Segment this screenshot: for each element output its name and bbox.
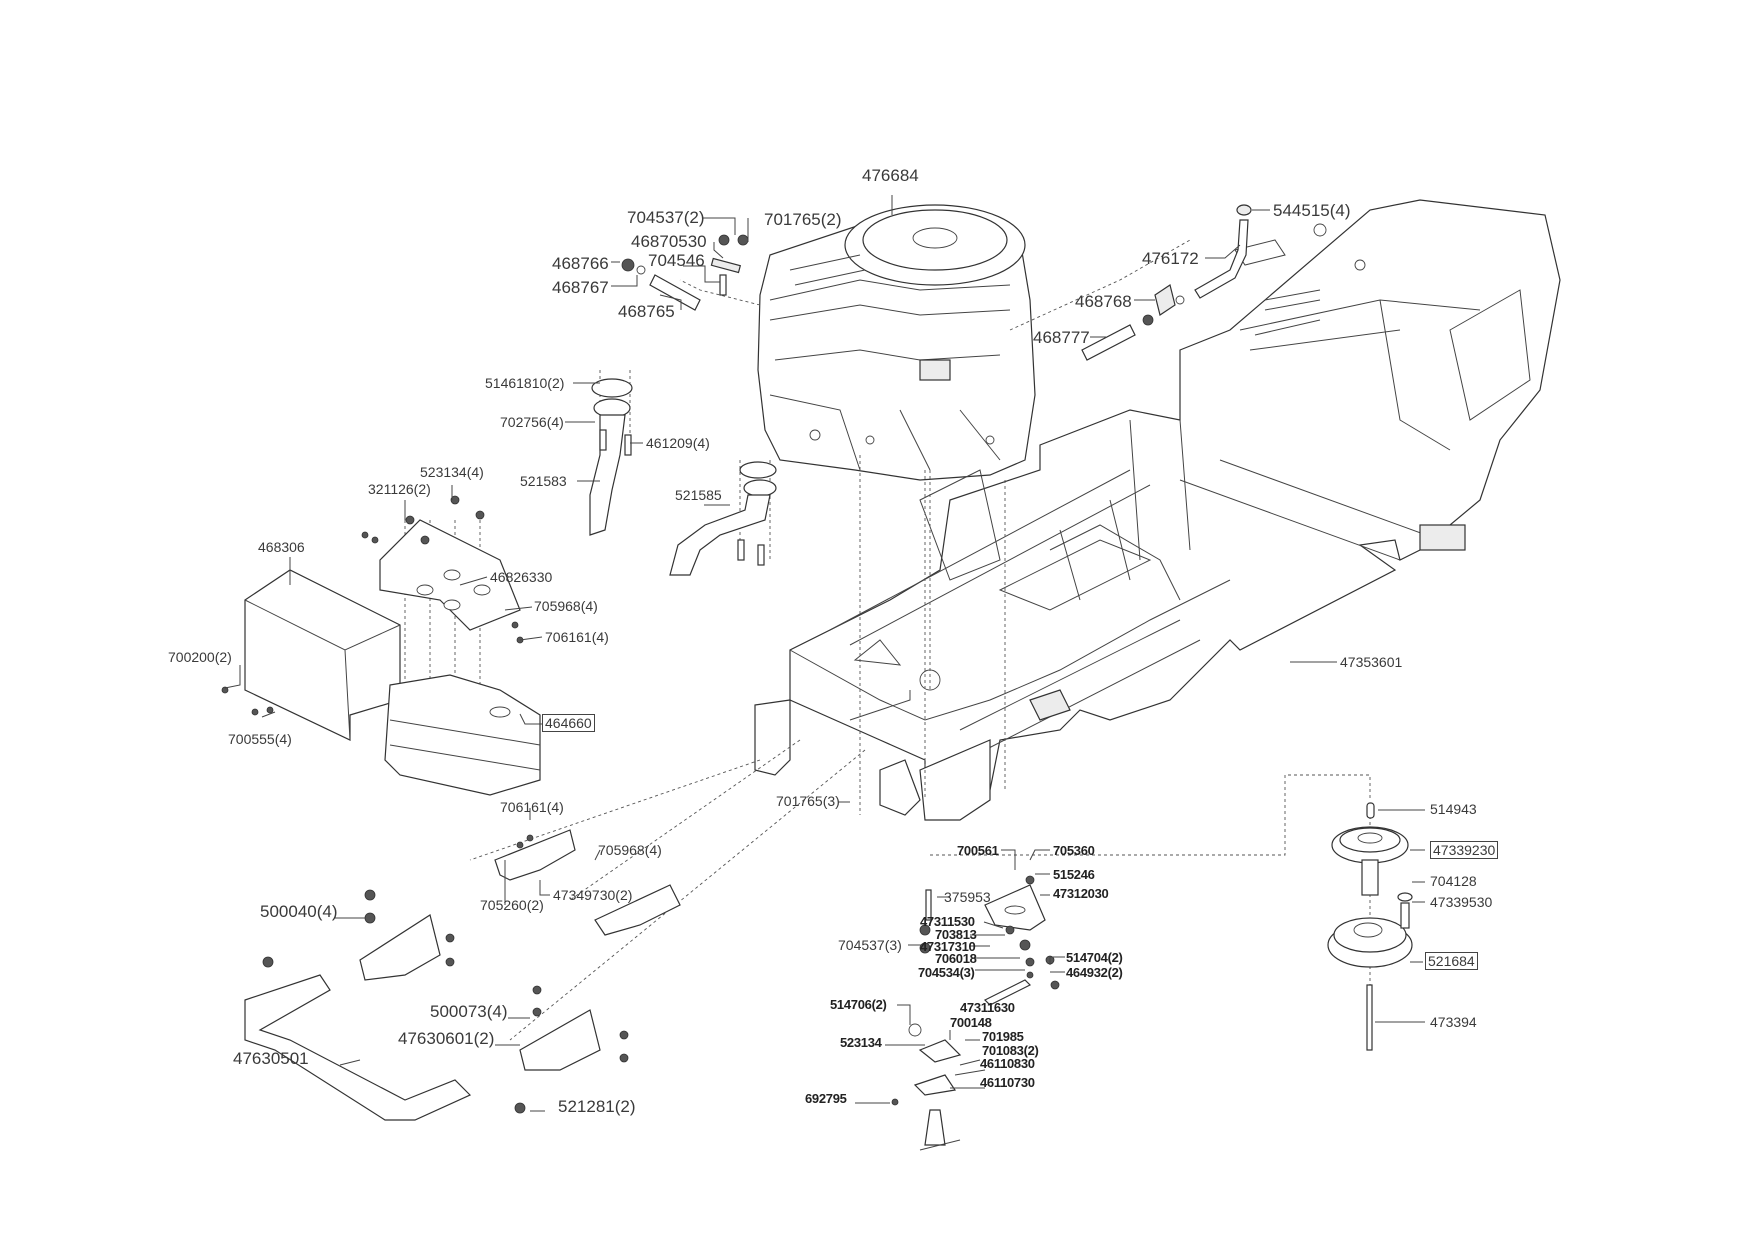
label-rod: 47311630 [960, 1000, 1015, 1015]
label-bumper: 47630501 [233, 1049, 309, 1068]
label-bumper-bracket: 47630601(2) [398, 1029, 495, 1048]
label-bracket-nut: 706161(4) [545, 629, 609, 645]
label-heat-shield: 468306 [258, 539, 305, 555]
label-lever-bushing: 47317310 [920, 939, 976, 954]
label-bumper-nut: 500073(4) [430, 1002, 508, 1021]
label-fuel-hose-tank: 476172 [1142, 249, 1199, 268]
leader-lines [224, 195, 1425, 1112]
label-ball-nut: 464932(2) [1066, 965, 1123, 980]
label-lower-pin: 701985 [982, 1029, 1024, 1044]
label-bracket-bolt: 705968(4) [534, 598, 598, 614]
bumper-drawing [244, 829, 681, 1121]
label-key: 514943 [1430, 801, 1477, 817]
label-bumper-bolt: 500040(4) [260, 902, 338, 921]
label-exhaust-pipe-left: 521583 [520, 473, 567, 489]
label-lever-washer-c: 706018 [935, 951, 977, 966]
label-muffler-bracket: 46826330 [490, 569, 553, 585]
label-front-nut: 706161(4) [500, 799, 564, 815]
label-fuel-hose-b: 468777 [1033, 328, 1090, 347]
label-lever-washer-b: 703813 [935, 927, 977, 942]
label-lower-plate-b: 46110730 [980, 1075, 1035, 1090]
label-engine-nut: 704537(2) [627, 208, 705, 227]
label-shield-washer: 700555(4) [228, 731, 292, 747]
exhaust-drawing [589, 378, 777, 576]
muffler-drawing [221, 495, 541, 796]
label-exhaust-bolt: 702756(4) [500, 414, 564, 430]
frame-drawing [754, 199, 1561, 821]
label-lever-nut-a: 704537(3) [838, 937, 902, 953]
label-lever-pin: 375953 [944, 889, 991, 905]
pto-clutch-drawing [1327, 802, 1413, 1051]
label-frame: 47353601 [1340, 654, 1403, 670]
label-muffler-clip: 321126(2) [368, 481, 431, 497]
label-clutch-spacer: 47339530 [1430, 894, 1493, 910]
label-exhaust-gasket: 51461810(2) [485, 375, 565, 391]
label-lower-plate-a: 46110830 [980, 1056, 1035, 1071]
label-lever-plate: 47312030 [1053, 886, 1109, 901]
label-lower-washer-b: 701083(2) [982, 1043, 1039, 1058]
label-tank-cap: 544515(4) [1273, 201, 1351, 220]
label-engine: 476684 [862, 166, 919, 185]
label-fuel-clamp-a: 468767 [552, 278, 609, 297]
label-bumper-screw: 521281(2) [558, 1097, 636, 1116]
label-exhaust-nut: 461209(4) [646, 435, 710, 451]
label-frame-washer: 701765(3) [776, 793, 840, 809]
label-lower-nut: 692795 [805, 1091, 847, 1106]
label-front-bolt: 705968(4) [598, 842, 662, 858]
fuel-line-drawing [621, 204, 1252, 361]
label-fuel-valve: 468768 [1075, 292, 1132, 311]
label-engine-bolt: 704546 [648, 251, 705, 270]
label-lever-bolt: 700561 [957, 843, 999, 858]
label-lever-screw: 705360 [1053, 843, 1095, 858]
label-lever-spacer: 47311530 [920, 914, 975, 929]
clutch-lever-drawing [891, 875, 1060, 1151]
label-engine-washer: 701765(2) [764, 210, 842, 229]
label-front-bracket: 47349730(2) [553, 887, 633, 903]
engine-drawing [757, 204, 1036, 481]
label-clutch-main-bolt: 473394 [1430, 1014, 1477, 1030]
label-pulley: 47339230 [1430, 841, 1499, 859]
label-lever-washer: 515246 [1053, 867, 1095, 882]
label-lever-nut-b: 704534(3) [918, 965, 975, 980]
label-exhaust-pipe-right: 521585 [675, 487, 722, 503]
label-lower-washer: 700148 [950, 1015, 992, 1030]
label-muffler-screw: 523134(4) [420, 464, 484, 480]
label-bracket-plate: 46870530 [631, 232, 707, 251]
label-ball-joint-b: 514706(2) [830, 997, 887, 1012]
label-pto-clutch: 521684 [1425, 952, 1478, 970]
label-ball-joint: 514704(2) [1066, 950, 1123, 965]
label-muffler: 464660 [542, 714, 595, 732]
label-fuel-fitting-a: 468766 [552, 254, 609, 273]
label-clutch-bolt: 704128 [1430, 873, 1477, 889]
label-front-pin: 705260(2) [480, 897, 544, 913]
label-fuel-hose-a: 468765 [618, 302, 675, 321]
label-shield-screw: 700200(2) [168, 649, 232, 665]
label-lower-screw: 523134 [840, 1035, 882, 1050]
